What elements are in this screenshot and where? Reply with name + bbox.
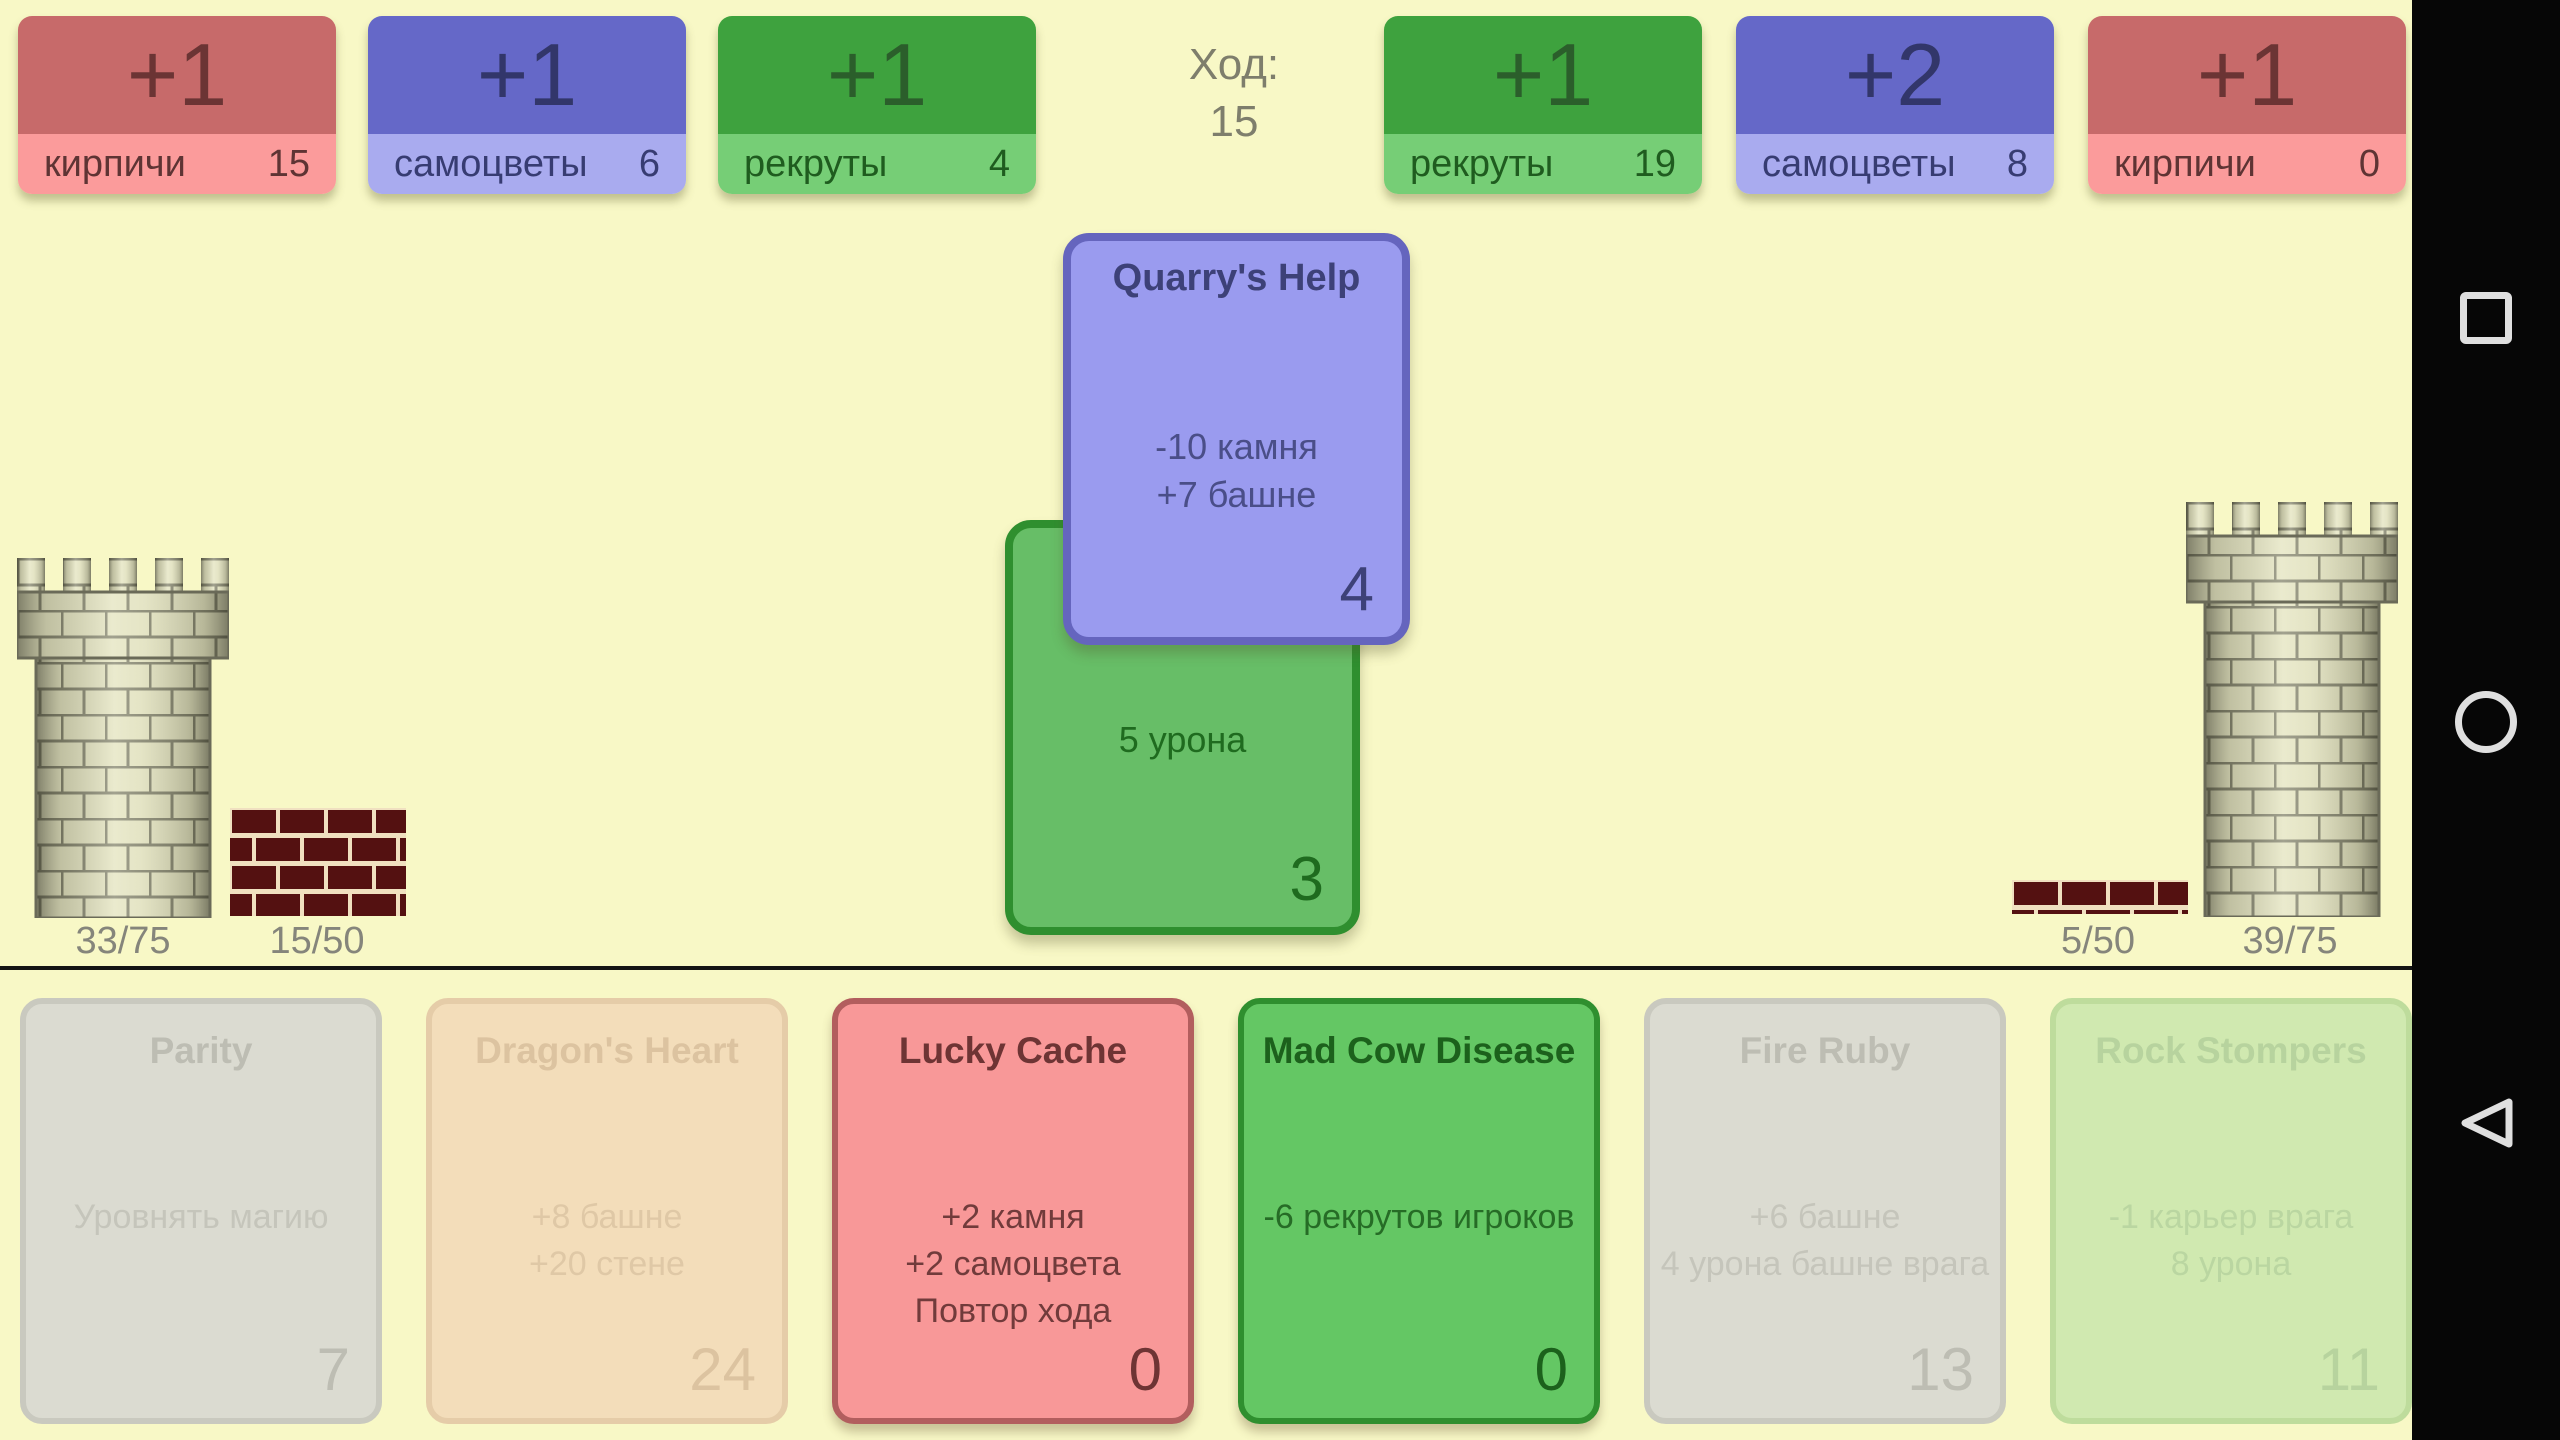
played-card-cost: 4 bbox=[1339, 555, 1374, 624]
resource-gain-value: +1 bbox=[126, 25, 228, 124]
effect-line: +20 стене bbox=[529, 1245, 685, 1283]
effect-line: -10 камня bbox=[1155, 426, 1318, 467]
resource-gain: +1 bbox=[18, 16, 336, 134]
turn-counter: Ход: 15 bbox=[1059, 36, 1409, 150]
effect-line: +6 башне bbox=[1749, 1198, 1901, 1236]
resource-gain-value: +2 bbox=[1844, 25, 1946, 124]
card-title: Rock Stompers bbox=[2095, 1030, 2367, 1071]
player-wall-hp: 15/50 bbox=[269, 920, 365, 962]
resource-card-bricks-player: +1 кирпичи 15 bbox=[18, 16, 336, 194]
card-effect: +8 башне +20 стене bbox=[432, 1194, 782, 1288]
resource-value: 0 bbox=[2358, 142, 2380, 185]
resource-label: кирпичи bbox=[44, 142, 186, 185]
resource-strip: самоцветы 6 bbox=[368, 134, 686, 194]
resource-card-gems-player: +1 самоцветы 6 bbox=[368, 16, 686, 194]
resource-label: рекруты bbox=[1410, 142, 1554, 185]
resource-gain: +1 bbox=[368, 16, 686, 134]
hand-card-dragons-heart[interactable]: Dragon's Heart +8 башне +20 стене 24 bbox=[426, 998, 788, 1424]
player-wall-image bbox=[230, 808, 406, 916]
resource-gain-value: +1 bbox=[476, 25, 578, 124]
effect-line: Уровнять магию bbox=[73, 1198, 329, 1236]
resource-value: 4 bbox=[988, 142, 1010, 185]
resource-value: 15 bbox=[267, 142, 310, 185]
android-nav-bar bbox=[2412, 0, 2560, 1440]
played-card-cost: 3 bbox=[1289, 845, 1324, 914]
resource-strip: кирпичи 15 bbox=[18, 134, 336, 194]
resource-gain-value: +1 bbox=[1492, 25, 1594, 124]
hand-card-rock-stompers[interactable]: Rock Stompers -1 карьер врага 8 урона 11 bbox=[2050, 998, 2412, 1424]
effect-line: +8 башне bbox=[531, 1198, 683, 1236]
hand-area-divider bbox=[0, 966, 2414, 970]
recents-button[interactable] bbox=[2412, 292, 2560, 344]
resource-strip: рекруты 4 bbox=[718, 134, 1036, 194]
enemy-tower-image bbox=[2186, 502, 2398, 917]
card-title: Parity bbox=[149, 1030, 253, 1071]
card-cost: 7 bbox=[316, 1336, 350, 1403]
played-card-effect: -10 камня +7 башне bbox=[1071, 423, 1402, 519]
resource-gain-value: +1 bbox=[826, 25, 928, 124]
enemy-wall-hp: 5/50 bbox=[2061, 920, 2135, 962]
effect-line: Повтор хода bbox=[914, 1292, 1112, 1330]
enemy-wall-image bbox=[2012, 880, 2188, 914]
effect-line: +2 камня bbox=[941, 1198, 1085, 1236]
home-button[interactable] bbox=[2412, 691, 2560, 753]
enemy-tower-hp: 39/75 bbox=[2242, 920, 2338, 962]
recents-square-icon bbox=[2460, 292, 2512, 344]
resource-gain: +2 bbox=[1736, 16, 2054, 134]
card-title: Mad Cow Disease bbox=[1262, 1030, 1576, 1071]
back-triangle-icon bbox=[2461, 1098, 2513, 1148]
resource-card-gems-enemy: +2 самоцветы 8 bbox=[1736, 16, 2054, 194]
effect-line: -6 рекрутов игроков bbox=[1263, 1198, 1575, 1236]
resource-gain: +1 bbox=[1384, 16, 1702, 134]
effect-line: 8 урона bbox=[2170, 1245, 2292, 1283]
played-card-effect: 5 урона bbox=[1118, 719, 1247, 760]
turn-label: Ход: bbox=[1188, 40, 1280, 89]
back-button[interactable] bbox=[2412, 1096, 2560, 1150]
card-cost: 13 bbox=[1907, 1336, 1974, 1403]
turn-value: 15 bbox=[1209, 97, 1259, 146]
resource-strip: самоцветы 8 bbox=[1736, 134, 2054, 194]
effect-line: +7 башне bbox=[1156, 474, 1317, 515]
effect-line: +2 самоцвета bbox=[905, 1245, 1121, 1283]
player-tower-hp: 33/75 bbox=[75, 920, 171, 962]
card-effect: -1 карьер врага 8 урона bbox=[2056, 1194, 2406, 1288]
resource-label: самоцветы bbox=[394, 142, 588, 185]
resource-strip: кирпичи 0 bbox=[2088, 134, 2406, 194]
card-cost: 0 bbox=[1534, 1336, 1568, 1403]
hand-card-mad-cow-disease[interactable]: Mad Cow Disease -6 рекрутов игроков 0 bbox=[1238, 998, 1600, 1424]
card-title: Fire Ruby bbox=[1739, 1030, 1911, 1071]
resource-gain-value: +1 bbox=[2196, 25, 2298, 124]
resource-card-recruits-enemy: +1 рекруты 19 bbox=[1384, 16, 1702, 194]
effect-line: 4 урона башне врага bbox=[1660, 1245, 1990, 1283]
resource-gain: +1 bbox=[2088, 16, 2406, 134]
hand-card-lucky-cache[interactable]: Lucky Cache +2 камня +2 самоцвета Повтор… bbox=[832, 998, 1194, 1424]
resource-card-recruits-player: +1 рекруты 4 bbox=[718, 16, 1036, 194]
hand-card-parity[interactable]: Parity Уровнять магию 7 bbox=[20, 998, 382, 1424]
resource-strip: рекруты 19 bbox=[1384, 134, 1702, 194]
card-title: Dragon's Heart bbox=[475, 1030, 739, 1071]
card-effect: -6 рекрутов игроков bbox=[1244, 1194, 1594, 1241]
played-card-title: Quarry's Help bbox=[1112, 257, 1361, 299]
player-tower-image bbox=[17, 558, 229, 918]
card-title: Lucky Cache bbox=[898, 1030, 1128, 1071]
effect-line: -1 карьер врага bbox=[2108, 1198, 2354, 1236]
card-cost: 11 bbox=[2317, 1336, 2380, 1403]
resource-value: 19 bbox=[1633, 142, 1676, 185]
card-cost: 24 bbox=[689, 1336, 756, 1403]
card-effect: +6 башне 4 урона башне врага bbox=[1650, 1194, 2000, 1288]
home-circle-icon bbox=[2455, 691, 2517, 753]
resource-card-bricks-enemy: +1 кирпичи 0 bbox=[2088, 16, 2406, 194]
card-effect: +2 камня +2 самоцвета Повтор хода bbox=[838, 1194, 1188, 1335]
card-cost: 0 bbox=[1128, 1336, 1162, 1403]
card-effect: Уровнять магию bbox=[26, 1194, 376, 1241]
resource-value: 6 bbox=[638, 142, 660, 185]
resource-gain: +1 bbox=[718, 16, 1036, 134]
resource-label: самоцветы bbox=[1762, 142, 1956, 185]
resource-label: кирпичи bbox=[2114, 142, 2256, 185]
resource-value: 8 bbox=[2006, 142, 2028, 185]
hand-card-fire-ruby[interactable]: Fire Ruby +6 башне 4 урона башне врага 1… bbox=[1644, 998, 2006, 1424]
played-card-front: Quarry's Help -10 камня +7 башне 4 bbox=[1063, 233, 1410, 645]
resource-label: рекруты bbox=[744, 142, 888, 185]
